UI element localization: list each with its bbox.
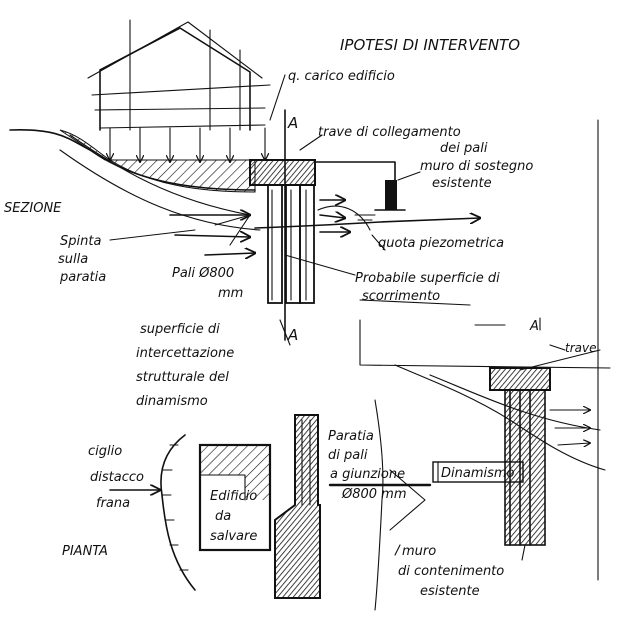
existing-wall-label: muro di contenimento esistente: [398, 544, 508, 599]
detail-section: [359, 317, 611, 561]
piles-label: Pali Ø800 mm: [172, 266, 243, 301]
retaining-wall-label-line1: muro di sostegno: [420, 159, 533, 174]
building-load-arrows: [110, 74, 286, 162]
bulkhead-label-line1: Paratia: [328, 429, 374, 444]
beam-label: trave: [565, 341, 596, 355]
plan-label: PIANTA: [62, 544, 108, 559]
landslide-edge-plan: [109, 434, 196, 591]
dynamism-arrow: [328, 399, 524, 611]
page-title: IPOTESI DI INTERVENTO: [340, 36, 520, 54]
piles-label-line1: Pali Ø800: [172, 266, 234, 281]
drain-surface-label-line2: intercettazione: [136, 346, 234, 361]
existing-wall-label-line3: esistente: [420, 584, 480, 599]
building-label: Edificio da salvare: [210, 489, 261, 544]
detail-cut-marker: A: [529, 319, 539, 334]
building-plan: [198, 443, 272, 552]
thrust-label: Spinta sulla paratia: [58, 234, 106, 285]
building-label-line2: da: [215, 509, 231, 524]
bulkhead-label-line2: di pali: [328, 448, 368, 463]
tie-beam-label: trave di collegamento dei pali: [318, 125, 488, 156]
retaining-wall-existing: [374, 171, 421, 211]
thrust-label-line1: Spinta: [60, 234, 101, 249]
drain-surface-label: superficie di intercettazione struttural…: [136, 322, 238, 409]
section-cut-line: [279, 109, 291, 346]
dynamism-label: Dinamismo: [441, 466, 515, 481]
existing-wall-label-line2: di contenimento: [398, 564, 504, 579]
section-cut-marker-top: A: [287, 114, 298, 132]
retaining-wall-label-line2: esistente: [432, 176, 492, 191]
slip-surface-label: Probabile superficie di scorrimento: [355, 271, 504, 304]
slip-surface: [284, 205, 471, 306]
building-section: [87, 19, 271, 131]
drain-surface-label-line1: superficie di: [140, 322, 220, 337]
landslide-edge-label: ciglio distacco frana: [88, 444, 148, 511]
landslide-edge-label-line3: frana: [96, 496, 130, 511]
existing-wall-plan-pointer: [394, 119, 599, 581]
building-label-line1: Edificio: [210, 489, 257, 504]
drain-surface-label-line4: dinamismo: [136, 394, 208, 409]
retaining-wall-label: muro di sostegno esistente: [420, 159, 538, 191]
drain-surface-label-line3: strutturale del: [136, 370, 229, 385]
building-load-label: q. carico edificio: [288, 69, 395, 84]
bulkhead-label-line4: Ø800 mm: [341, 487, 407, 502]
piles-label-line2: mm: [218, 286, 243, 301]
building-label-line3: salvare: [210, 529, 257, 544]
thrust-arrows: [109, 200, 350, 255]
ground-slope: [9, 129, 261, 231]
slip-surface-label-line1: Probabile superficie di: [355, 271, 500, 286]
bulkhead-label-line3: a giunzione: [330, 467, 405, 482]
tie-beam-label-line2: dei pali: [440, 141, 488, 156]
tie-beam-label-line1: trave di collegamento: [318, 125, 461, 140]
landslide-edge-label-line2: distacco: [90, 470, 144, 485]
thrust-label-line3: paratia: [59, 270, 106, 285]
bulkhead-plan: [274, 414, 321, 599]
section-label: SEZIONE: [4, 201, 62, 216]
section-cut-marker-bottom: A: [287, 326, 298, 344]
piles: [267, 184, 315, 304]
bulkhead-label: Paratia di pali a giunzione Ø800 mm: [328, 429, 409, 502]
slip-surface-label-line2: scorrimento: [362, 289, 440, 304]
landslide-edge-label-line1: ciglio: [88, 444, 122, 459]
existing-wall-label-line1: muro: [402, 544, 436, 559]
piezometric-label: quota piezometrica: [378, 236, 504, 251]
thrust-label-line2: sulla: [58, 252, 88, 267]
